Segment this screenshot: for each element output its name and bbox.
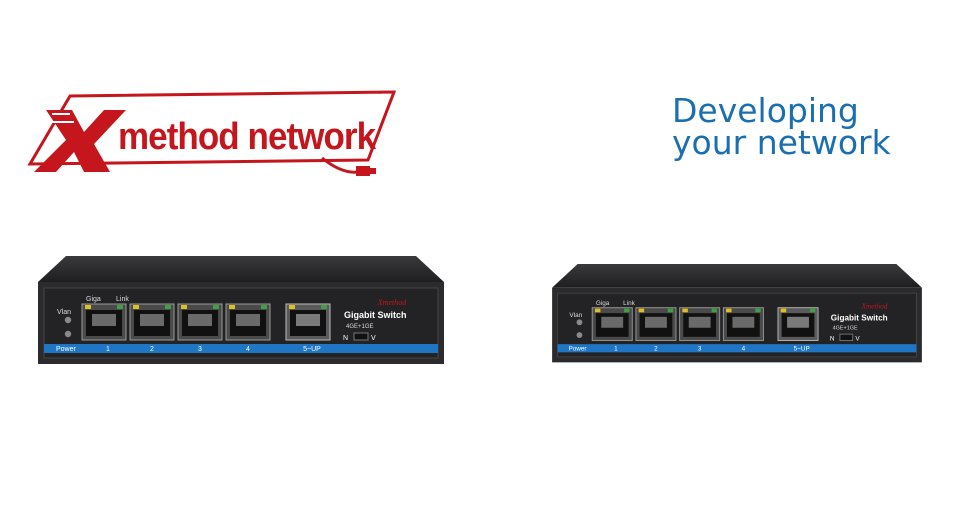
label-link: Link	[116, 296, 129, 303]
label-vlan: Vlan	[569, 312, 582, 319]
blue-stripe	[557, 344, 917, 353]
logo-frame	[27, 90, 397, 176]
switch-left: Xmethod Vlan Giga Link Power 1 2 3 4 5~U…	[36, 256, 446, 368]
port-label-1: 1	[106, 346, 110, 353]
model-label: Gigabit Switch	[344, 310, 407, 320]
logo-wordmark: method network	[118, 116, 376, 158]
port-label-4: 4	[246, 346, 250, 353]
vlan-led	[64, 316, 72, 324]
tagline-line2: your network	[672, 123, 891, 162]
toggle-v: V	[855, 336, 860, 343]
port-label-3: 3	[198, 346, 202, 353]
xmethod-logo: method network	[22, 88, 404, 184]
port-label-2: 2	[654, 346, 658, 353]
port-label-4: 4	[742, 346, 746, 353]
svg-text:Xmethod: Xmethod	[377, 298, 407, 307]
label-giga: Giga	[86, 296, 101, 303]
switch-top	[552, 264, 922, 288]
svg-text:Xmethod: Xmethod	[861, 303, 888, 311]
model-label: Gigabit Switch	[831, 313, 888, 322]
switch-right: Xmethod Vlan Giga Link Power 1 2 3 4 5~U…	[550, 264, 924, 366]
blue-stripe	[44, 344, 438, 353]
power-led	[576, 332, 583, 338]
tagline: Developing your network	[672, 91, 891, 162]
toggle-v: V	[371, 335, 376, 342]
label-link: Link	[623, 300, 635, 307]
tagline-line1: Developing	[672, 91, 859, 130]
port-label-3: 3	[698, 346, 702, 353]
port-group	[591, 307, 819, 341]
label-power: Power	[569, 346, 588, 353]
label-giga: Giga	[596, 300, 610, 307]
model-sub: 4GE+1GE	[833, 326, 858, 332]
port-label-5: 5~UP	[303, 346, 321, 353]
switch-graphic: Xmethod Vlan Giga Link Power 1 2 3 4 5~U…	[38, 256, 444, 364]
model-sub: 4GE+1GE	[346, 324, 374, 330]
vlan-led	[576, 319, 583, 326]
port-group	[81, 303, 331, 341]
toggle-n: N	[343, 335, 348, 342]
port-label-1: 1	[614, 346, 618, 353]
switch-graphic: Xmethod Vlan Giga Link Power 1 2 3 4 5~U…	[552, 264, 922, 363]
toggle-n: N	[830, 336, 835, 343]
label-vlan: Vlan	[57, 309, 71, 316]
power-led	[64, 330, 72, 338]
port-label-5: 5~UP	[794, 346, 810, 353]
label-power: Power	[56, 346, 77, 353]
port-label-2: 2	[150, 346, 154, 353]
switch-top	[38, 256, 444, 282]
